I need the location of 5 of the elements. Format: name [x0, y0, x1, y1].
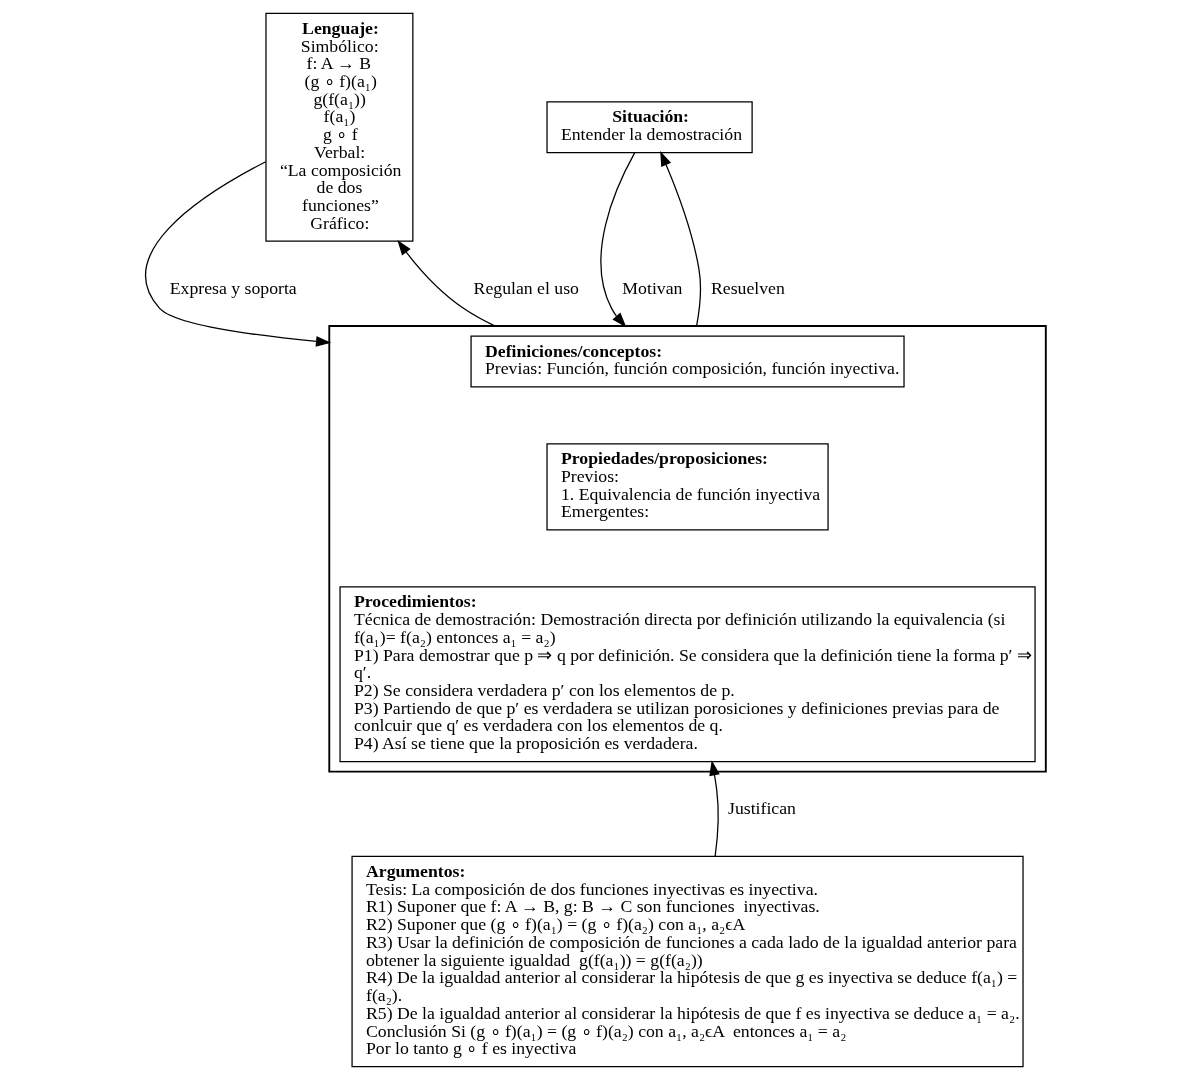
edge-label: Regulan el uso: [473, 278, 579, 299]
edge-label: Expresa y soporta: [169, 278, 297, 299]
edge-label: Justifican: [728, 798, 796, 819]
edge-label: Motivan: [622, 278, 683, 299]
edge-label: Resuelven: [710, 278, 785, 299]
